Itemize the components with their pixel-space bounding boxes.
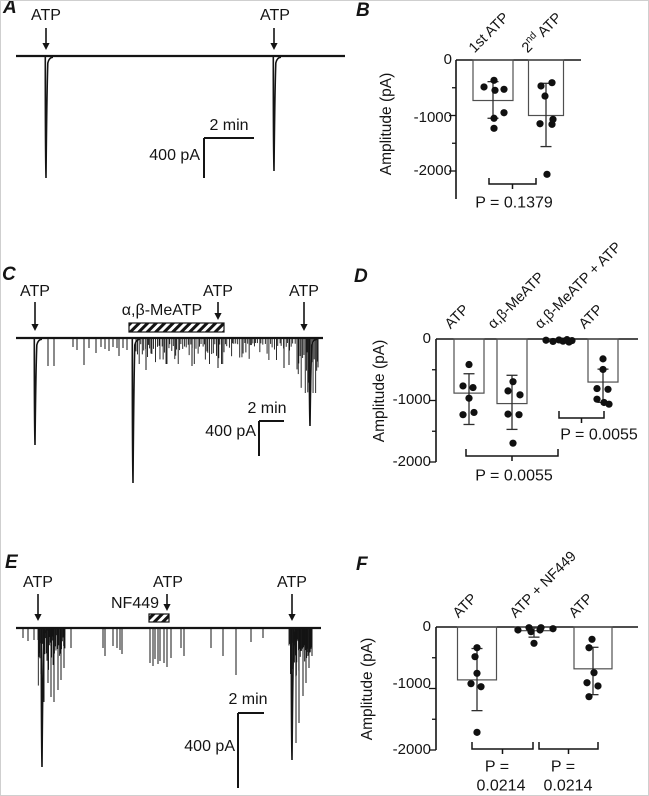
chart-b-tick-1000: -1000 xyxy=(413,109,452,127)
panel-c-letter: C xyxy=(2,264,16,285)
trace-c-drug-label: α,β-MeATP xyxy=(121,302,203,319)
chart-f-pvalue-2-line1: P = xyxy=(550,758,576,776)
trace-c-current-scale-label: 400 pA xyxy=(205,423,256,440)
trace-e-atp-label-1: ATP xyxy=(23,574,53,591)
trace-e-current-scale-label: 400 pA xyxy=(184,738,235,755)
panel-b-letter: B xyxy=(356,0,370,21)
trace-e-time-scale-label: 2 min xyxy=(228,691,268,708)
chart-d-tick-1000: -1000 xyxy=(392,391,431,409)
trace-e-atp-label-3: ATP xyxy=(277,574,307,591)
chart-f-tick-0: 0 xyxy=(422,618,431,636)
chart-f-pvalue-1-line1: P = xyxy=(484,758,510,776)
panel-a-letter: A xyxy=(3,0,17,18)
trace-a-current-scale-label: 400 pA xyxy=(149,147,200,164)
chart-d-tick-0: 0 xyxy=(422,330,431,348)
chart-d-y-axis-label: Amplitude (pA) xyxy=(370,339,388,443)
chart-f-tick-1000: -1000 xyxy=(392,675,431,693)
trace-c-atp-label-1: ATP xyxy=(20,283,50,300)
trace-c-atp-label-2: ATP xyxy=(203,283,233,300)
chart-f-pvalue-2-line2: 0.0214 xyxy=(543,777,593,795)
chart-d-tick-2000: -2000 xyxy=(392,453,431,471)
chart-b-tick-2000: -2000 xyxy=(413,162,452,180)
trace-c-atp-label-3: ATP xyxy=(289,283,319,300)
panel-f-letter: F xyxy=(356,554,368,575)
trace-a-atp-label-1: ATP xyxy=(31,7,61,24)
chart-f-pvalue-1-line2: 0.0214 xyxy=(476,777,526,795)
trace-e-drug-label: NF449 xyxy=(110,595,160,612)
chart-b-tick-0: 0 xyxy=(443,51,452,69)
chart-d-pvalue-1: P = 0.0055 xyxy=(475,467,553,485)
trace-a-atp-label-2: ATP xyxy=(260,7,290,24)
trace-c-time-scale-label: 2 min xyxy=(247,400,287,417)
chart-b-y-axis-label: Amplitude (pA) xyxy=(377,72,395,176)
trace-a-time-scale-label: 2 min xyxy=(209,117,249,134)
chart-f-y-axis-label: Amplitude (pA) xyxy=(358,637,376,741)
panel-e-letter: E xyxy=(5,552,18,573)
trace-e-atp-label-2: ATP xyxy=(153,574,183,591)
chart-d-pvalue-2: P = 0.0055 xyxy=(560,426,638,444)
panel-d-letter: D xyxy=(354,266,368,287)
chart-f-tick-2000: -2000 xyxy=(392,741,431,759)
chart-b-pvalue: P = 0.1379 xyxy=(475,194,553,212)
